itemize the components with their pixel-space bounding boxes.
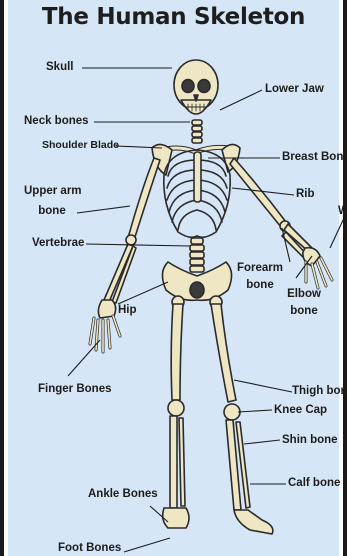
left-hand-shape	[90, 300, 120, 352]
label-elbow-bone-line1: Elbow	[282, 288, 326, 301]
label-breast-bone: Breast Bone	[282, 151, 347, 164]
label-neck-bones: Neck bones	[24, 115, 89, 128]
left-leg-shape	[163, 296, 189, 528]
lower-jaw-leader	[220, 90, 262, 110]
label-forearm-bone-line1: Forearm	[232, 262, 288, 275]
label-upper-arm-bone-line2: bone	[24, 205, 80, 218]
label-elbow-bone-line2: bone	[282, 305, 326, 318]
spine-shape	[190, 238, 204, 272]
foot-bones-leader	[124, 538, 170, 552]
label-foot-bones: Foot Bones	[58, 542, 121, 555]
label-thigh-bone: Thigh bon	[292, 385, 347, 398]
thigh-bone-leader	[234, 380, 292, 392]
upper-arm-leader	[77, 206, 130, 213]
label-hip: Hip	[118, 304, 137, 317]
right-leg-shape	[210, 296, 273, 534]
knee-cap-leader	[238, 410, 272, 412]
label-calf-bone: Calf bone	[288, 477, 340, 490]
label-shoulder-blade: Shoulder Blade	[42, 139, 119, 152]
skull-shape	[174, 60, 218, 114]
label-upper-arm-bone-line1: Upper arm	[24, 185, 80, 198]
hip-leader	[118, 282, 168, 304]
label-rib: Rib	[296, 188, 315, 201]
label-lower-jaw: Lower Jaw	[265, 83, 324, 96]
label-wrist-partial: W	[338, 205, 347, 218]
finger-bones-leader	[68, 340, 100, 376]
right-knee-shape	[224, 404, 240, 420]
label-shin-bone: Shin bone	[282, 434, 338, 447]
breast-bone-shape	[194, 152, 201, 202]
label-forearm-bone-line2: bone	[232, 279, 288, 292]
label-skull: Skull	[46, 61, 73, 74]
vertebrae-leader	[86, 244, 190, 246]
left-knee-shape	[168, 400, 184, 416]
label-ankle-bones: Ankle Bones	[88, 488, 158, 501]
label-finger-bones: Finger Bones	[38, 383, 111, 396]
upper-arm-right	[230, 158, 286, 227]
label-knee-cap: Knee Cap	[274, 404, 327, 417]
shin-bone-leader	[244, 440, 280, 444]
upper-arm-left	[128, 158, 160, 240]
label-vertebrae: Vertebrae	[32, 237, 84, 250]
right-hand-shape	[303, 248, 332, 288]
wrist-leader	[330, 218, 344, 248]
neck-vertebrae-shape	[192, 120, 202, 143]
